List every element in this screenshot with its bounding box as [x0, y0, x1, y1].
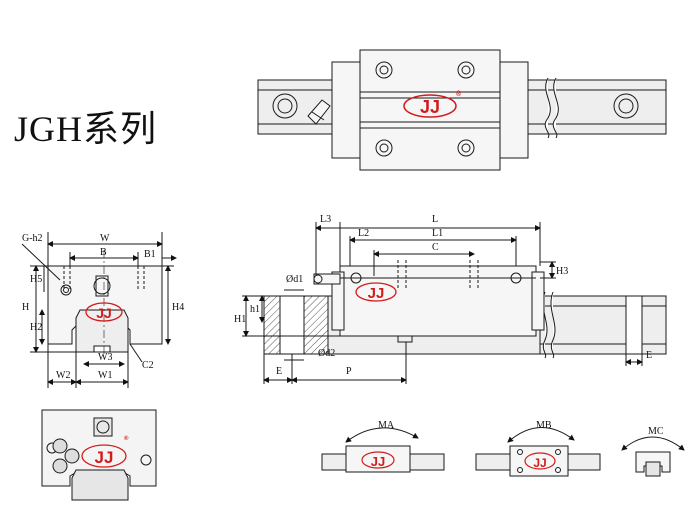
- label-h2: H2: [30, 322, 42, 333]
- label-h4: H4: [172, 302, 184, 313]
- front-logo: JJ: [85, 302, 123, 322]
- label-ma: MA: [378, 420, 395, 431]
- label-l: L: [432, 214, 438, 225]
- logo-text: JJ: [96, 305, 112, 321]
- front-view: [21, 232, 177, 388]
- label-b: B: [100, 247, 107, 258]
- logo-text: JJ: [371, 454, 385, 469]
- label-p: P: [346, 366, 352, 377]
- top-logo: JJ ®: [403, 90, 462, 118]
- series-title: JGH系列: [14, 109, 158, 149]
- moment-mc: [621, 436, 685, 477]
- ma-logo: JJ: [361, 451, 395, 469]
- front-view-labels: G-h2 W B B1 H H5 H2 H4 W3 C2 W2 W1: [22, 233, 184, 381]
- label-w2: W2: [56, 370, 70, 381]
- reg-mark: ®: [124, 435, 129, 442]
- label-mc: MC: [648, 426, 664, 437]
- block-mounting-holes: [375, 61, 475, 157]
- label-c2: C2: [142, 360, 154, 371]
- moment-mb: [475, 427, 601, 477]
- label-h3: H3: [556, 266, 568, 277]
- rail-hole-left: [272, 93, 298, 119]
- top-view: [257, 49, 667, 171]
- label-l1: L1: [432, 228, 443, 239]
- side-logo: JJ: [355, 282, 397, 302]
- label-e-right: E: [646, 350, 652, 361]
- label-d2: Ød2: [318, 348, 335, 359]
- label-e: E: [276, 366, 282, 377]
- label-w1: W1: [98, 370, 112, 381]
- label-h1-small: h1: [250, 304, 260, 315]
- logo-text: JJ: [368, 285, 385, 302]
- logo-text: JJ: [95, 448, 114, 467]
- mb-logo: JJ: [524, 452, 556, 470]
- label-w3: W3: [98, 352, 112, 363]
- label-h5: H5: [30, 274, 42, 285]
- label-c: C: [432, 242, 439, 253]
- side-view-labels: L3 L L2 L1 C H3 Ød1 Ød2 H1 h1 E P E: [234, 214, 652, 377]
- label-h: H: [22, 302, 29, 313]
- label-l2: L2: [358, 228, 369, 239]
- label-w: W: [100, 233, 110, 244]
- label-g-h2: G-h2: [22, 233, 43, 244]
- label-l3: L3: [320, 214, 331, 225]
- label-mb: MB: [536, 420, 552, 431]
- label-b1: B1: [144, 249, 156, 260]
- reg-mark: ®: [456, 90, 462, 98]
- top-block: [359, 49, 501, 171]
- grease-nipple: [307, 99, 331, 125]
- logo-text: JJ: [420, 97, 440, 117]
- label-d1: Ød1: [286, 274, 303, 285]
- logo-text: JJ: [533, 456, 546, 470]
- front-photo: [41, 409, 157, 501]
- rail-hole-right: [613, 93, 639, 119]
- label-h1: H1: [234, 314, 246, 325]
- photo-logo: JJ ®: [81, 435, 129, 468]
- side-view: [242, 222, 667, 384]
